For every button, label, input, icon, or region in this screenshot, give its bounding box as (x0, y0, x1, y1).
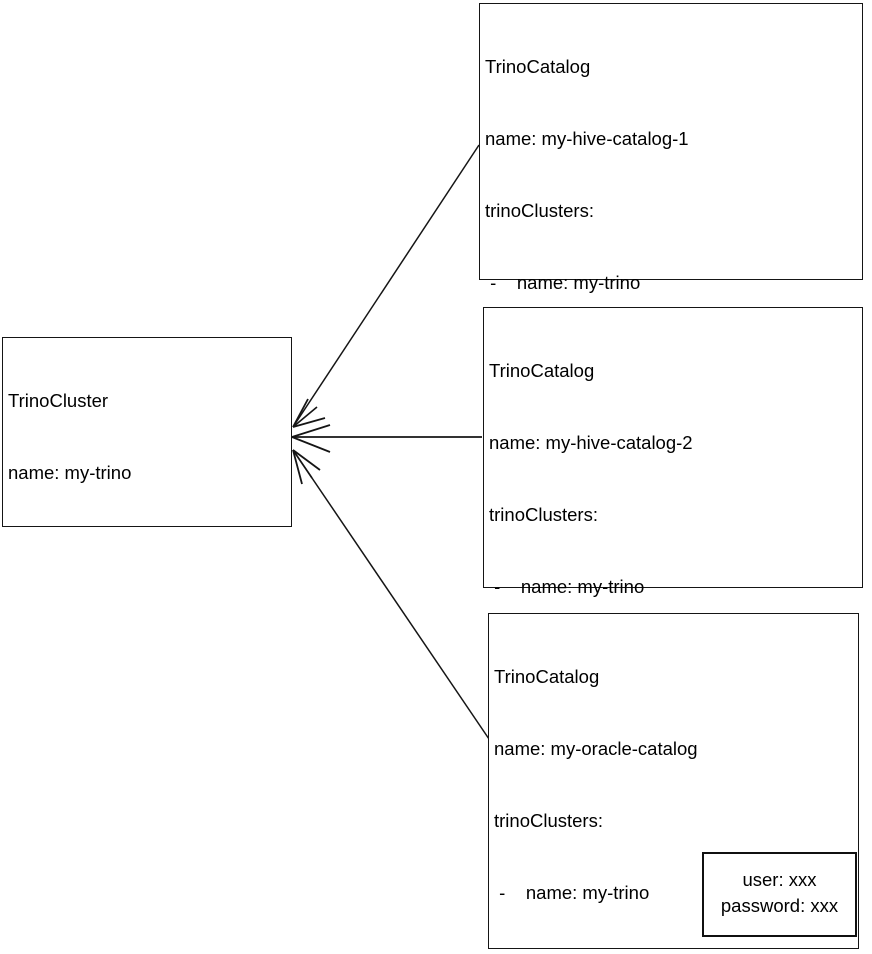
yaml-line: TrinoCatalog (489, 360, 595, 381)
yaml-line: name: my-oracle-catalog (494, 738, 698, 759)
node-catalog-hive-1[interactable]: TrinoCatalog name: my-hive-catalog-1 tri… (479, 3, 863, 653)
node-catalog-hive-2[interactable]: TrinoCatalog name: my-hive-catalog-2 tri… (483, 307, 863, 885)
yaml-line: name: my-hive-catalog-2 (489, 432, 693, 453)
yaml-line: trinoClusters: (485, 200, 594, 221)
yaml-line: name: my-trino (8, 462, 132, 483)
yaml-line: - name: my-trino (485, 272, 641, 293)
yaml-line: name: my-hive-catalog-1 (485, 128, 689, 149)
node-oracle-credentials-secret-text: user: xxx password: xxx (704, 867, 855, 919)
node-oracle-credentials-secret[interactable]: user: xxx password: xxx (702, 852, 857, 937)
yaml-line: trinoClusters: (494, 810, 603, 831)
yaml-line: - name: my-trino (494, 882, 650, 903)
edge-hive-1-to-cluster (292, 144, 480, 428)
yaml-line: trinoClusters: (489, 504, 598, 525)
yaml-line: TrinoCatalog (494, 666, 600, 687)
edge-oracle-to-cluster (292, 449, 490, 740)
yaml-line: TrinoCatalog (485, 56, 591, 77)
yaml-line: TrinoCluster (8, 390, 109, 411)
edge-hive-2-to-cluster (291, 424, 482, 453)
secret-line-user: user: xxx (742, 869, 817, 890)
yaml-line: - name: my-trino (489, 576, 645, 597)
node-catalog-oracle-text: TrinoCatalog name: my-oracle-catalog tri… (494, 617, 854, 954)
secret-line-password: password: xxx (720, 895, 839, 916)
node-trino-cluster-text: TrinoCluster name: my-trino (8, 341, 287, 533)
node-trino-cluster[interactable]: TrinoCluster name: my-trino (2, 337, 292, 527)
